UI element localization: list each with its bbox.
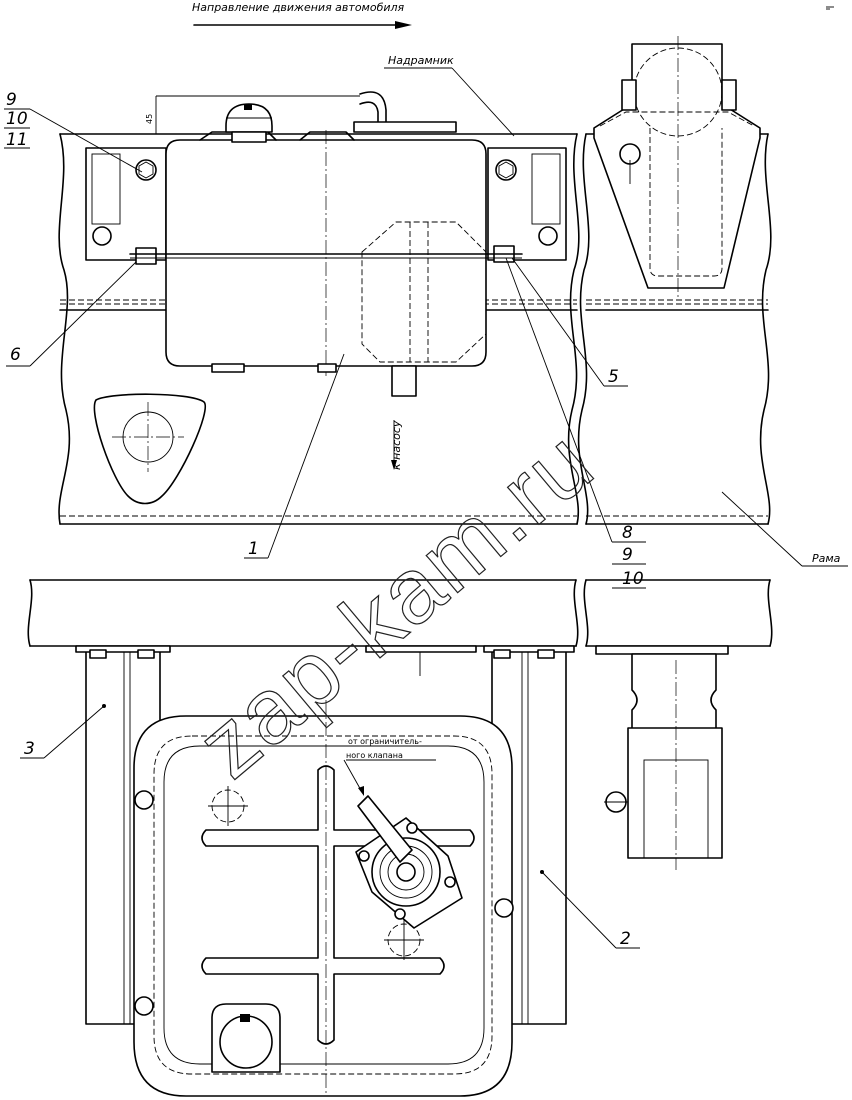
callout-5: 5 (511, 257, 628, 387)
callout-2-label: 2 (620, 929, 631, 949)
bracket-right (487, 147, 567, 263)
callout-1-label: 1 (248, 539, 259, 559)
subframe-label: Надрамник (388, 54, 454, 67)
from-valve-annotation: от ограничитель- ного клапана (343, 737, 436, 796)
callout-10-top: 10 (6, 109, 28, 129)
callout-6-label: 6 (10, 345, 21, 365)
from-valve-label-1: от ограничитель- (348, 737, 422, 746)
callout-frame: Рама (721, 491, 848, 567)
callout-8-9-10-right: 8 9 10 (505, 257, 646, 589)
callout-3-label: 3 (24, 739, 35, 759)
callout-9-right: 9 (622, 545, 633, 565)
dimension-label: 45 (145, 114, 154, 124)
callout-9-top: 9 (6, 90, 17, 110)
callout-6: 6 (6, 261, 137, 367)
callout-1: 1 (244, 353, 345, 559)
callout-3: 3 (20, 704, 106, 759)
side-section-upper (577, 36, 772, 525)
callout-subframe: Надрамник (384, 54, 515, 137)
direction-indicator: Направление движения автомобиля (192, 1, 412, 29)
to-pump-label: к насосу (390, 420, 403, 470)
callout-9-10-11-top: 9 10 11 (4, 90, 143, 173)
callout-11-top: 11 (6, 130, 28, 150)
direction-caption: Направление движения автомобиля (192, 1, 405, 14)
frame-label: Рама (812, 552, 841, 565)
tank-top-view (133, 700, 514, 1097)
callout-8-right: 8 (622, 523, 633, 543)
corner-mark (826, 6, 834, 10)
side-section-lower (595, 645, 729, 870)
from-valve-label-2: ного клапана (346, 751, 403, 760)
callout-10-right: 10 (622, 569, 644, 589)
callout-5-label: 5 (608, 367, 619, 387)
bracket-left (85, 147, 167, 265)
tank-front-view: 45 (129, 91, 523, 397)
to-pump-annotation: к насосу (390, 420, 403, 470)
callout-2: 2 (540, 870, 640, 949)
direction-arrow-icon (395, 21, 412, 29)
